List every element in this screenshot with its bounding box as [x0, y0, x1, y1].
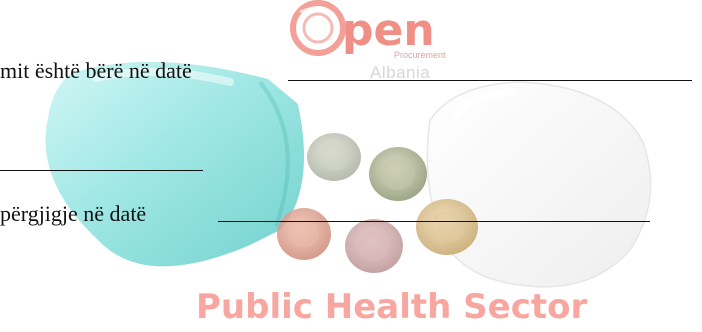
text-line-date-done: mit është bërë në datë	[0, 58, 192, 83]
blank-date-done	[288, 80, 692, 81]
capsule-teal-half	[45, 61, 304, 267]
logo-procurement-text: Procurement	[394, 50, 446, 60]
blank-line-2	[0, 170, 203, 171]
text-line-response-date: përgjigje në datë	[0, 201, 147, 226]
logo-albania-text: Albania	[370, 63, 430, 82]
logo-open-text: pen	[342, 5, 435, 56]
blank-response-date	[218, 221, 650, 222]
capsule-white-half	[426, 81, 652, 288]
public-health-sector-text: Public Health Sector	[196, 287, 587, 327]
coins-illustration	[277, 133, 478, 273]
open-procurement-logo: pen Procurement Albania	[290, 0, 446, 82]
